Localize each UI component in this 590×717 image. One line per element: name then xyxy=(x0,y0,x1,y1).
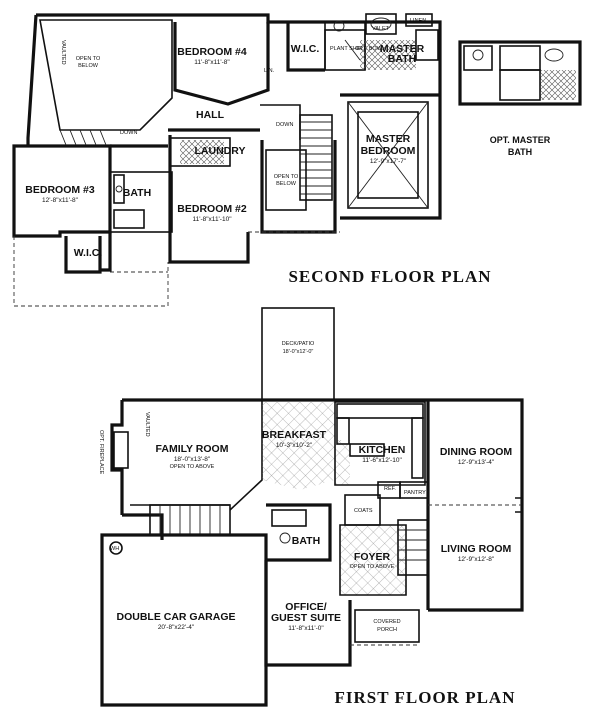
linen-label: LINEN xyxy=(410,18,426,24)
dining-room-dims: 12'-9"x13'-4" xyxy=(458,459,495,466)
water-heater-label: WH xyxy=(110,546,119,552)
bath-label-2f: BATH xyxy=(123,187,151,199)
down-label-1: DOWN xyxy=(120,130,137,136)
office-label-2: GUEST SUITE xyxy=(271,612,341,624)
valet-label: VALET xyxy=(372,26,390,32)
vaulted-label-1f: VAULTED xyxy=(144,412,150,437)
master-bath-label: MASTER xyxy=(380,43,425,55)
open-to-below-label-b: OPEN TO xyxy=(274,174,299,180)
ref-label: REF. xyxy=(384,486,396,492)
family-room-dims: 18'-0"x13'-8" xyxy=(174,456,211,463)
breakfast-label: BREAKFAST xyxy=(262,429,327,441)
bedroom3-label: BEDROOM #3 xyxy=(25,184,95,196)
garage-dims: 20'-8"x22'-4" xyxy=(158,624,195,631)
master-bedroom-dims: 12'-9"x17'-7" xyxy=(370,158,407,165)
hall-label: HALL xyxy=(196,109,225,121)
bath-label-1f: BATH xyxy=(292,535,320,547)
first-floor-title: FIRST FLOOR PLAN xyxy=(335,688,516,707)
first-floor-plan xyxy=(100,307,524,707)
foyer-label: FOYER xyxy=(354,551,391,563)
living-room-dims: 12'-9"x12'-8" xyxy=(458,556,495,563)
bedroom2-dims: 11'-8"x11'-10" xyxy=(192,216,232,223)
open-to-below-label: OPEN TO xyxy=(76,56,101,62)
kitchen-label: KITCHEN xyxy=(359,444,406,456)
opt-master-bath-title-2: BATH xyxy=(508,147,532,157)
bedroom4-label: BEDROOM #4 xyxy=(177,46,247,58)
open-to-below-label-2: BELOW xyxy=(78,63,99,69)
breakfast-dims: 10'-3"x10'-2" xyxy=(276,442,313,449)
open-to-below-label-b2: BELOW xyxy=(276,181,297,187)
opt-bow-label: OPT. BOW xyxy=(355,46,383,52)
family-room-label: FAMILY ROOM xyxy=(156,443,229,455)
opt-fireplace-label: OPT. FIREPLACE xyxy=(98,430,104,475)
plant-shelf-label: PLANT SHELF xyxy=(330,46,368,52)
foyer-note: OPEN TO ABOVE xyxy=(350,564,395,570)
second-floor-title: SECOND FLOOR PLAN xyxy=(288,267,491,286)
deck-dims: 18'-0"x12'-0" xyxy=(283,349,314,355)
vaulted-label-2f: VAULTED xyxy=(60,40,66,65)
kitchen-dims: 11'-6"x12'-10" xyxy=(362,457,402,464)
pantry-label: PANTRY xyxy=(404,490,426,496)
down-label-2: DOWN xyxy=(276,122,293,128)
office-label: OFFICE/ xyxy=(285,601,326,613)
lin-label: LIN. xyxy=(264,68,275,74)
dining-room-label: DINING ROOM xyxy=(440,446,513,458)
master-bedroom-label: MASTER xyxy=(366,133,411,145)
bedroom2-label: BEDROOM #2 xyxy=(177,203,247,215)
opt-master-bath-title: OPT. MASTER xyxy=(490,135,551,145)
garage-label: DOUBLE CAR GARAGE xyxy=(116,611,235,623)
porch-label-2: PORCH xyxy=(377,627,397,633)
bedroom3-dims: 12'-8"x11'-8" xyxy=(42,197,79,204)
master-bedroom-label-2: BEDROOM xyxy=(361,145,416,157)
deck-label: DECK/PATIO xyxy=(282,341,315,347)
living-room-label: LIVING ROOM xyxy=(441,543,512,555)
wic-left-label: W.I.C. xyxy=(74,247,103,259)
laundry-label: LAUNDRY xyxy=(195,145,246,157)
wic-top-label: W.I.C. xyxy=(291,43,320,55)
family-room-note: OPEN TO ABOVE xyxy=(170,464,215,470)
office-dims: 11'-8"x11'-0" xyxy=(288,625,324,632)
master-bath-label-2: BATH xyxy=(388,53,416,65)
porch-label: COVERED xyxy=(373,619,400,625)
bedroom4-dims: 11'-8"x11'-8" xyxy=(194,59,230,66)
coats-label: COATS xyxy=(354,508,373,514)
second-floor-plan xyxy=(12,13,582,307)
